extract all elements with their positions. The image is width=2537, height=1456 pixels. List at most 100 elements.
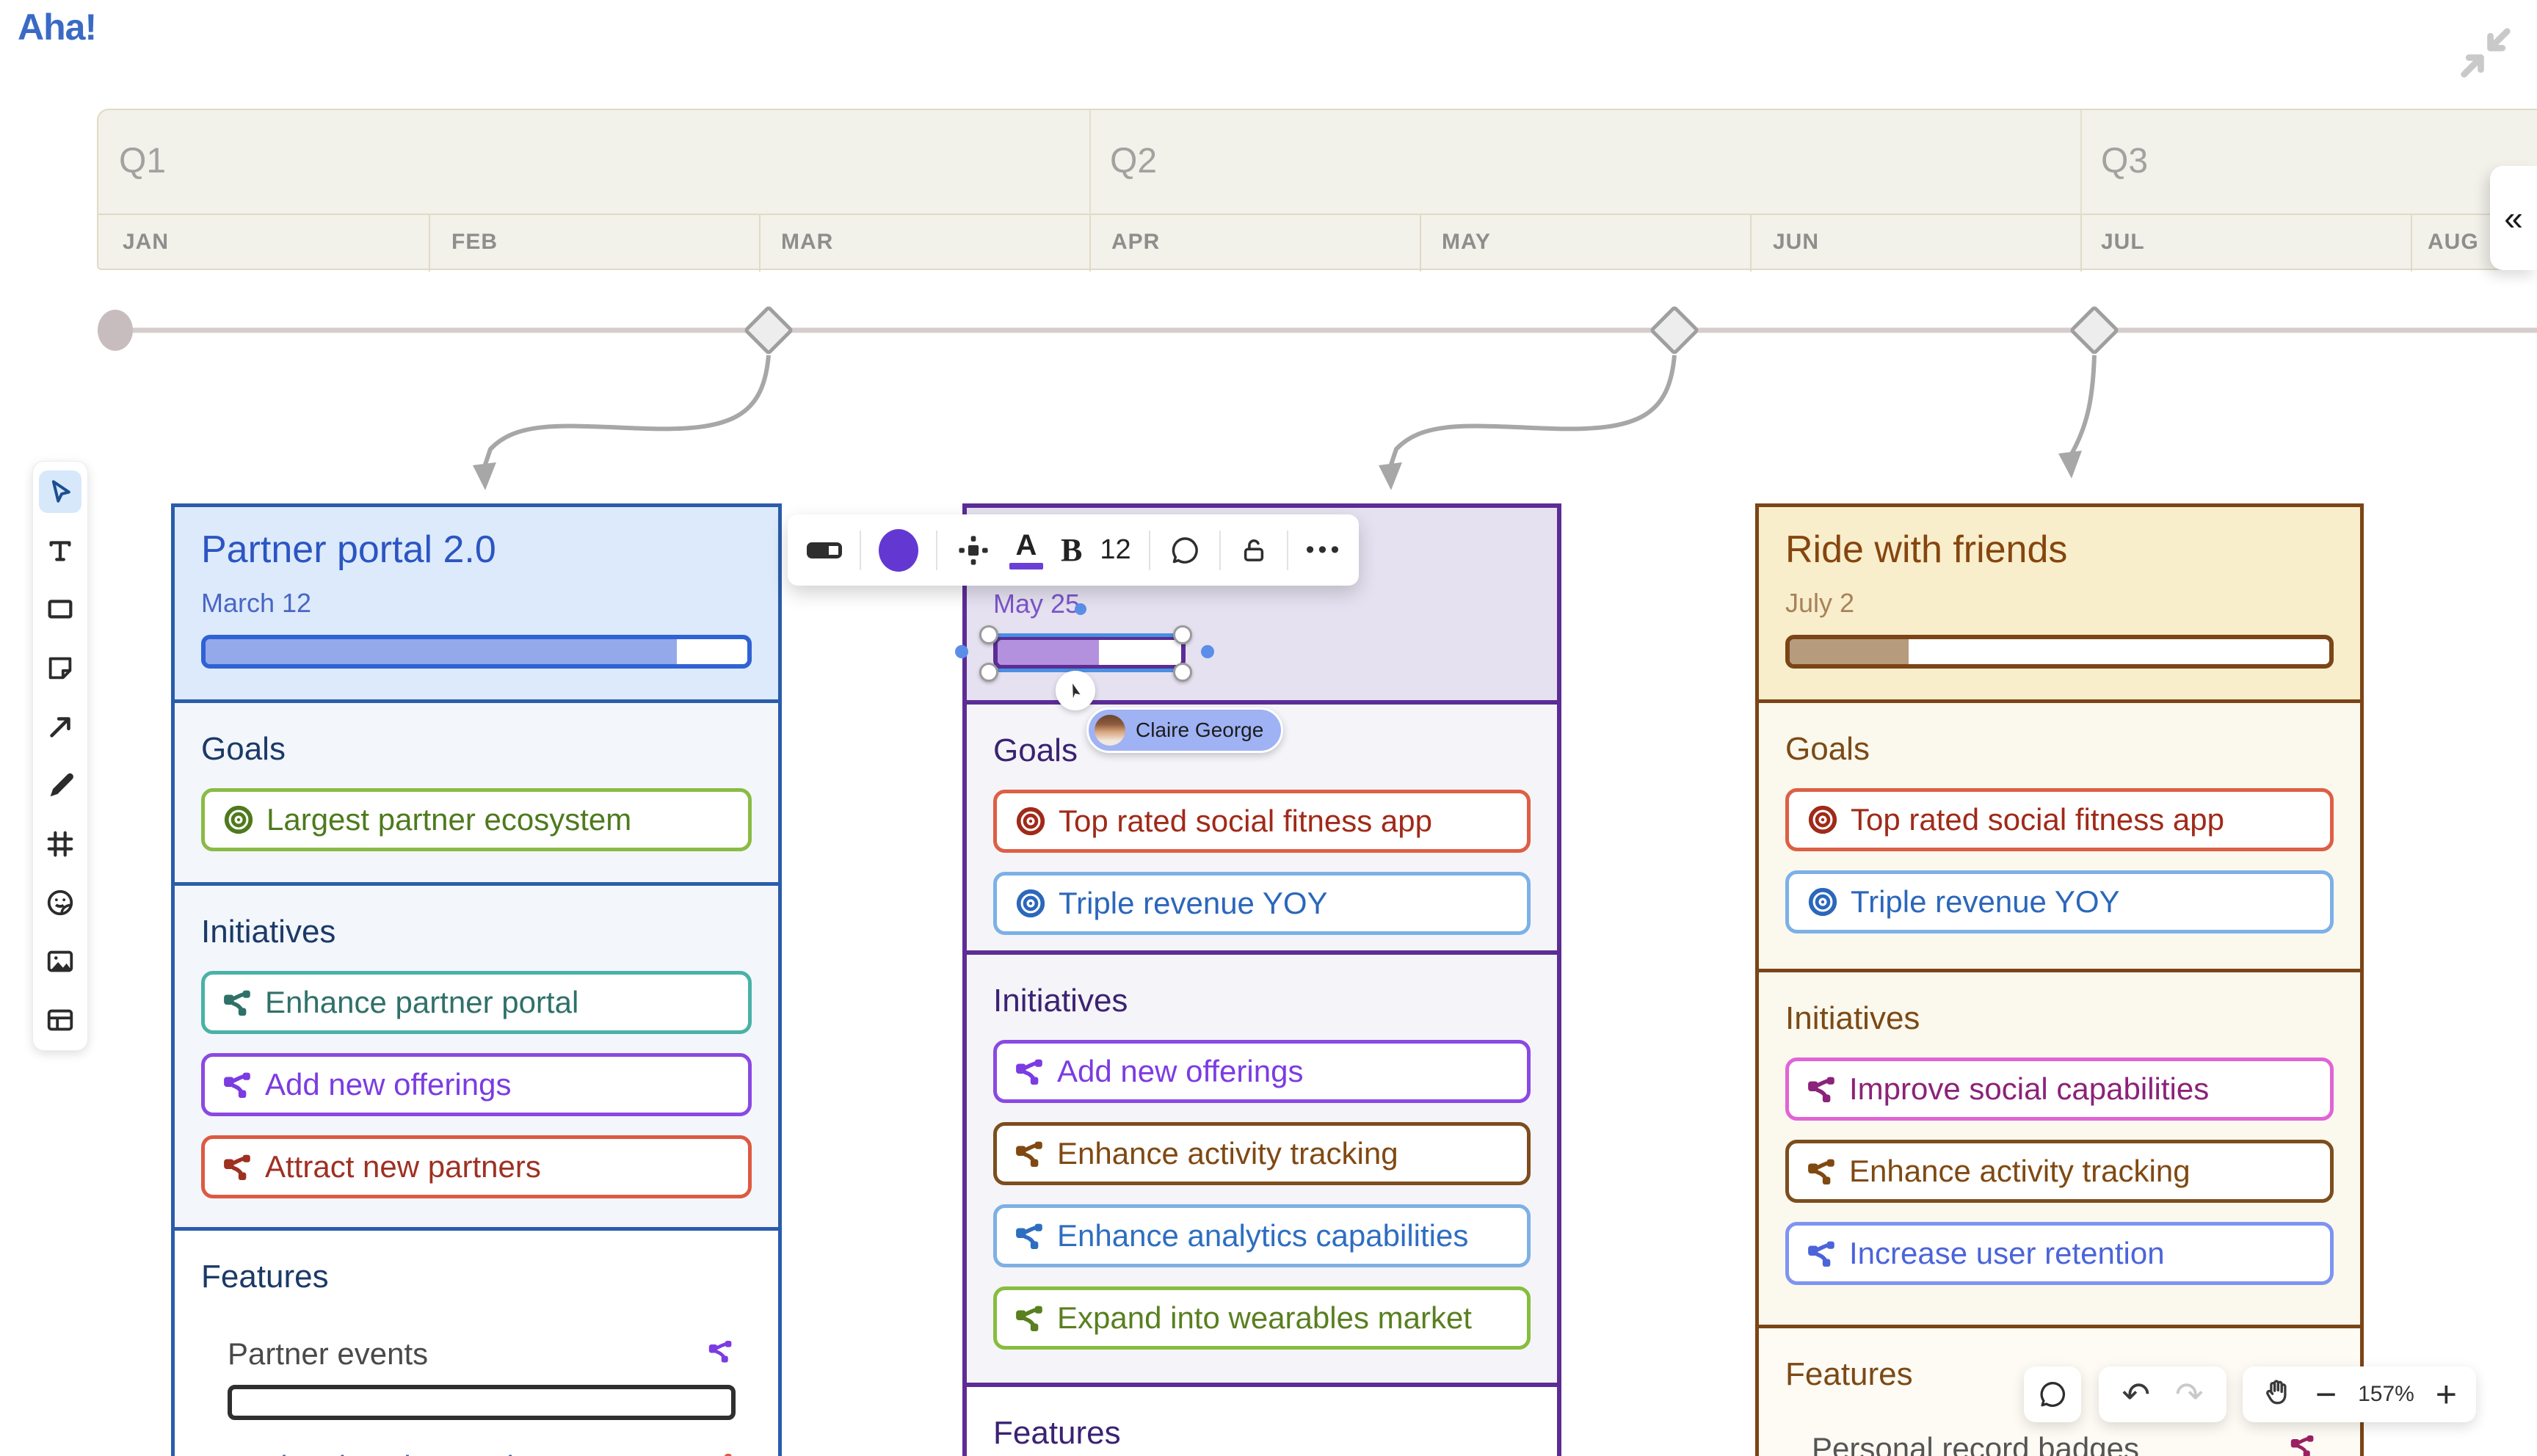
- section-heading: Goals: [993, 732, 1078, 768]
- tool-arrow[interactable]: [39, 705, 81, 748]
- avatar: [1095, 715, 1125, 746]
- zoom-in-button[interactable]: +: [2435, 1374, 2457, 1415]
- comment-button[interactable]: [1168, 534, 1202, 567]
- zoom-out-button[interactable]: −: [2315, 1374, 2337, 1415]
- section-heading: Features: [1785, 1356, 1913, 1392]
- initiative-label: Add new offerings: [1057, 1054, 1304, 1088]
- lock-button[interactable]: [1238, 535, 1269, 566]
- initiative-label: Enhance partner portal: [265, 985, 579, 1019]
- initiative-label: Increase user retention: [1849, 1236, 2165, 1270]
- collaborator-cursor: [1056, 671, 1095, 710]
- history-controls: ↶ ↷: [2099, 1366, 2226, 1422]
- goal-chip[interactable]: Top rated social fitness app: [993, 790, 1531, 853]
- release-card-ride-with-friends[interactable]: Ride with friends July 2 Goals Top rated…: [1755, 503, 2364, 1456]
- aha-logo: Aha!: [18, 7, 97, 48]
- text-color-label: A: [1015, 529, 1037, 561]
- tool-text[interactable]: [39, 529, 81, 572]
- feature-item[interactable]: Partner events: [228, 1336, 734, 1372]
- initiative-chip[interactable]: Increase user retention: [1785, 1222, 2334, 1285]
- initiatives-section: Initiatives Enhance partner portal Add n…: [175, 882, 778, 1227]
- selection-handle[interactable]: [979, 625, 998, 644]
- feature-label: Partner events: [228, 1336, 429, 1371]
- initiative-chip[interactable]: Improve social capabilities: [1785, 1058, 2334, 1121]
- month-divider: [759, 215, 761, 272]
- feature-item[interactable]: Marketplace integration: [228, 1449, 734, 1456]
- tool-pen[interactable]: [39, 764, 81, 807]
- release-card-partner-portal[interactable]: Partner portal 2.0 March 12 Goals Larges…: [171, 503, 782, 1456]
- exit-fullscreen-icon[interactable]: [2458, 25, 2514, 81]
- collapse-panel-button[interactable]: «: [2490, 166, 2537, 270]
- month-label: JUL: [2101, 230, 2145, 254]
- initiative-chip[interactable]: Enhance partner portal: [201, 971, 752, 1034]
- tool-image[interactable]: [39, 940, 81, 983]
- sticker-icon: [47, 889, 73, 916]
- quarter-label: Q2: [1110, 142, 1158, 181]
- pan-hand-button[interactable]: [2262, 1377, 2294, 1413]
- goal-icon: [1807, 804, 1839, 836]
- arrowhead: [1379, 462, 1402, 490]
- goal-chip[interactable]: Top rated social fitness app: [1785, 788, 2334, 851]
- goal-chip[interactable]: Triple revenue YOY: [993, 872, 1531, 935]
- milestone-arrow: [1388, 354, 1677, 467]
- font-size-button[interactable]: 12: [1100, 534, 1131, 565]
- selection-handle[interactable]: [1173, 625, 1192, 644]
- milestone-diamond[interactable]: [744, 306, 793, 354]
- tool-select[interactable]: [39, 470, 81, 513]
- zoom-level[interactable]: 157%: [2358, 1382, 2414, 1406]
- collaborator-dot: [1201, 645, 1214, 658]
- release-card-may-25[interactable]: May 25 Goals Top rated social fitness ap…: [962, 503, 1561, 1456]
- more-options-button[interactable]: •••: [1305, 536, 1343, 564]
- initiative-chip[interactable]: Enhance activity tracking: [1785, 1140, 2334, 1203]
- selection-handle[interactable]: [1173, 663, 1192, 682]
- divider: [1219, 530, 1221, 570]
- selection-handle[interactable]: [979, 663, 998, 682]
- milestone-diamond[interactable]: [1650, 306, 1699, 354]
- initiative-chip[interactable]: Add new offerings: [993, 1040, 1531, 1103]
- initiative-chip[interactable]: Enhance activity tracking: [993, 1122, 1531, 1185]
- goals-section: Goals Largest partner ecosystem: [175, 699, 778, 882]
- section-heading: Goals: [1785, 731, 1870, 767]
- tool-table[interactable]: [39, 999, 81, 1041]
- pen-icon: [50, 773, 73, 797]
- divider: [860, 530, 861, 570]
- fill-color-button[interactable]: [879, 528, 918, 572]
- release-title[interactable]: Partner portal 2.0: [201, 528, 496, 571]
- milestone-arrow: [482, 354, 771, 467]
- initiative-chip[interactable]: Enhance analytics capabilities: [993, 1204, 1531, 1267]
- tool-shape[interactable]: [39, 588, 81, 630]
- selection-bottom-line: [984, 669, 1186, 672]
- cursor-icon: [51, 480, 70, 503]
- release-title[interactable]: Ride with friends: [1785, 528, 2068, 571]
- redo-button[interactable]: ↷: [2175, 1375, 2204, 1413]
- table-icon: [47, 1009, 73, 1031]
- tool-sticker[interactable]: [39, 881, 81, 924]
- goal-label: Triple revenue YOY: [1851, 884, 2120, 919]
- initiative-chip[interactable]: Attract new partners: [201, 1135, 752, 1198]
- initiative-chip[interactable]: Expand into wearables market: [993, 1286, 1531, 1350]
- goal-chip[interactable]: Triple revenue YOY: [1785, 870, 2334, 933]
- unlock-icon: [1244, 539, 1263, 561]
- progress-style-button[interactable]: [807, 542, 842, 558]
- milestone-diamond[interactable]: [2070, 306, 2119, 354]
- feature-item[interactable]: Personal record badges: [1812, 1431, 2316, 1456]
- undo-button[interactable]: ↶: [2122, 1375, 2150, 1413]
- initiatives-section: Initiatives Improve social capabilities …: [1759, 969, 2360, 1325]
- text-color-button[interactable]: A: [1009, 531, 1043, 569]
- goals-section: Goals Top rated social fitness app Tripl…: [967, 700, 1557, 950]
- tool-frame[interactable]: [39, 823, 81, 865]
- divider: [936, 530, 937, 570]
- month-label: AUG: [2428, 230, 2479, 254]
- initiative-chip[interactable]: Add new offerings: [201, 1053, 752, 1116]
- comment-mode-button[interactable]: [2024, 1366, 2081, 1422]
- frame-icon: [47, 831, 73, 857]
- goal-chip[interactable]: Largest partner ecosystem: [201, 788, 752, 851]
- release-progress-bar[interactable]: [993, 636, 1186, 669]
- initiative-icon: [222, 1151, 253, 1182]
- padding-button[interactable]: [955, 532, 992, 569]
- padding-icon: [959, 535, 988, 565]
- month-divider: [1420, 215, 1421, 272]
- bold-button[interactable]: B: [1061, 532, 1083, 568]
- tool-sticky-note[interactable]: [39, 647, 81, 689]
- format-toolbar: A B 12 •••: [788, 514, 1359, 586]
